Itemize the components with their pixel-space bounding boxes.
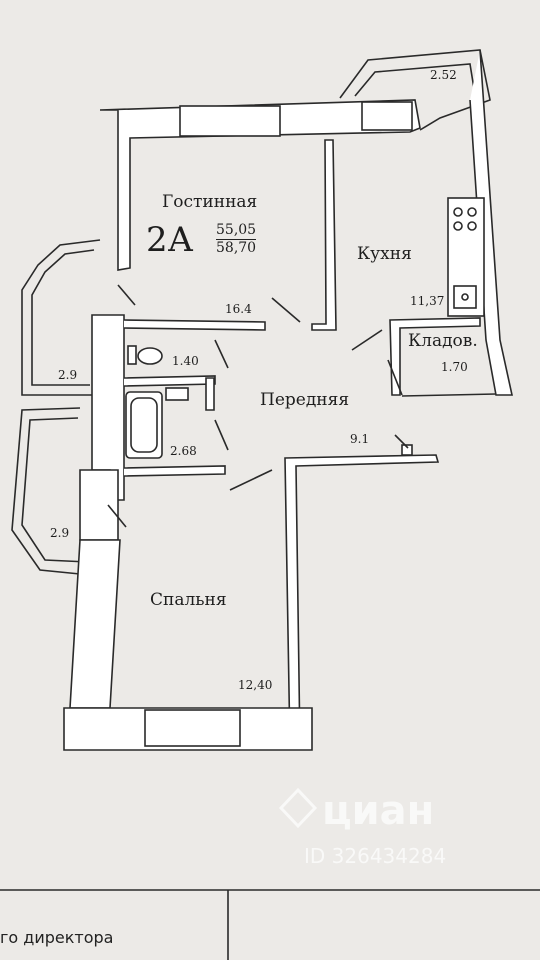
entrance-marker	[401, 444, 413, 456]
door-swing-wc	[214, 339, 229, 369]
storage-partition	[389, 317, 481, 396]
footer-text: го директора	[0, 928, 114, 947]
partition-living-kitchen	[311, 139, 337, 331]
balcony-left-lower-outline	[11, 407, 91, 576]
stove-icon	[453, 207, 463, 217]
hall-label: Передняя	[260, 390, 350, 410]
kitchen-area: 11,37	[410, 294, 445, 308]
storage-area: 1.70	[441, 360, 468, 374]
window-top-kitchen	[361, 101, 413, 131]
kitchen-label: Кухня	[357, 244, 412, 264]
living-room-area: 16.4	[225, 302, 252, 316]
balcony-left-lower-area: 2.9	[50, 526, 70, 540]
bathroom-area: 2.68	[170, 444, 197, 458]
bathtub-icon	[125, 391, 163, 459]
bedroom-left-wall	[69, 539, 121, 709]
door-swing-balcony-upper	[117, 284, 136, 306]
area-with-balcony: 58,70	[216, 240, 257, 256]
kitchen-sink-icon	[453, 285, 477, 309]
storage-label: Кладов.	[408, 331, 478, 351]
door-swing-bath	[214, 419, 229, 451]
door-swing-living	[271, 297, 301, 323]
door-swing-kitchen	[351, 329, 383, 351]
area-total: 55,05	[216, 222, 257, 240]
window-bedroom	[144, 709, 241, 747]
living-room-label: Гостинная	[162, 192, 258, 212]
apartment-area-fraction: 55,05 58,70	[216, 222, 257, 257]
sink-icon	[165, 387, 189, 401]
watermark-logo-icon	[278, 787, 318, 829]
bedroom-area: 12,40	[238, 678, 273, 692]
hall-area: 9.1	[350, 432, 370, 446]
door-swing-bedroom	[229, 469, 273, 491]
toilet-area: 1.40	[172, 354, 199, 368]
balcony-left-upper-area: 2.9	[58, 368, 78, 382]
door-swing-storage	[387, 359, 403, 396]
balcony-top-outline	[339, 49, 491, 131]
watermark-brand: циан	[322, 788, 435, 834]
hall-bedroom-divider	[284, 454, 440, 749]
door-swing-balcony-lower	[107, 504, 127, 528]
window-top-living	[179, 105, 281, 137]
wet-room-partitions	[123, 319, 266, 331]
bedroom-label: Спальня	[150, 590, 227, 610]
toilet-icon	[137, 347, 163, 365]
balcony-left-upper-outline	[21, 239, 101, 396]
watermark-id: ID 326434284	[304, 844, 447, 868]
apartment-type-label: 2А	[146, 220, 194, 260]
footer-table	[0, 889, 540, 960]
balcony-top-area: 2.52	[430, 68, 457, 82]
